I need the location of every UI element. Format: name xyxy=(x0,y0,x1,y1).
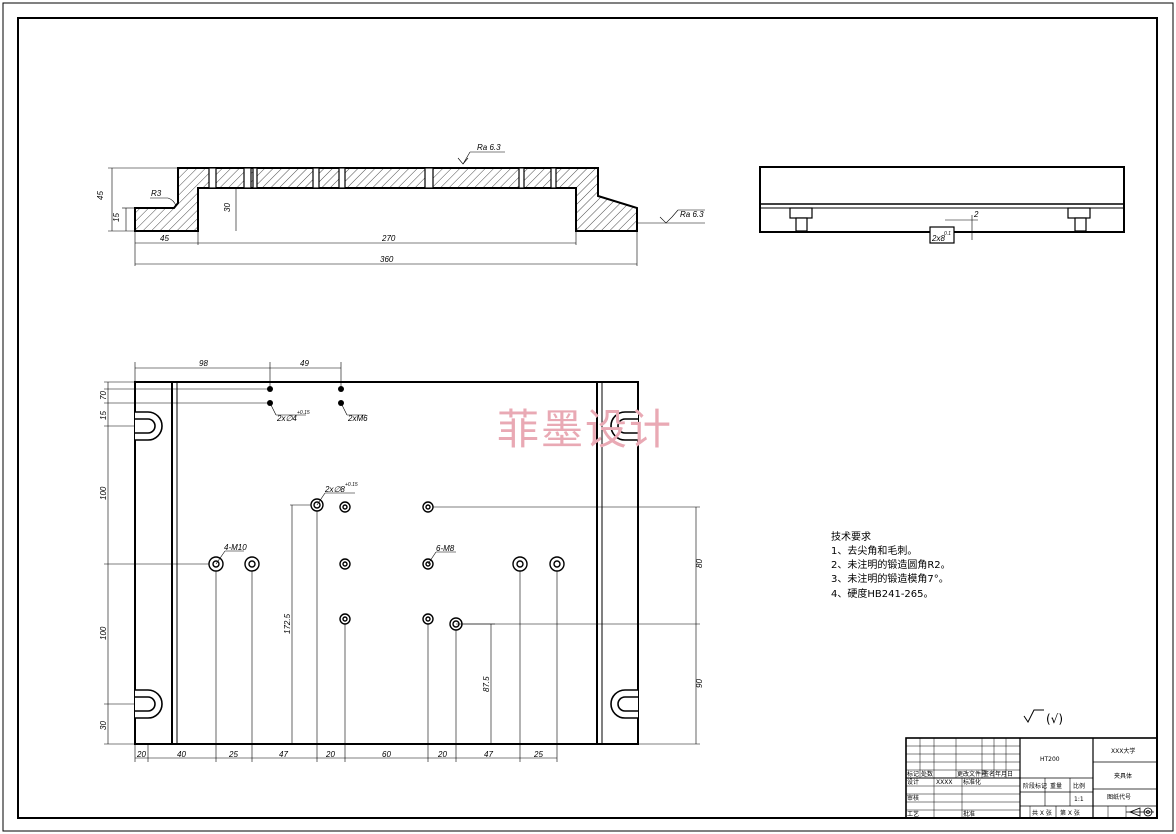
dim-right-90: 90 xyxy=(695,679,704,688)
tb-ratio-label: 比例 xyxy=(1073,782,1085,790)
tb-material: HT200 xyxy=(1040,756,1060,763)
dim-left-70: 70 xyxy=(99,391,108,400)
plan-view: 98 49 70 15 100 100 30 80 90 172.5 87.5 … xyxy=(99,359,704,762)
side-view: 2 2x8 0.1 xyxy=(759,166,1125,244)
dim-270: 270 xyxy=(381,234,396,243)
callout-2x-d8: 2x∅8 xyxy=(324,485,345,494)
tb-review-label: 审核 xyxy=(907,794,919,802)
title-block xyxy=(905,737,1158,819)
dim-bottom-25b: 25 xyxy=(533,750,543,759)
dim-top-98: 98 xyxy=(199,359,208,368)
tb-part-name: 夹具体 xyxy=(1114,772,1132,780)
surface-finish-symbol xyxy=(1023,709,1044,723)
dim-right-80: 80 xyxy=(695,559,704,568)
note-4: 4、硬度HB241-265。 xyxy=(831,587,934,600)
dim-bottom-47a: 47 xyxy=(279,750,288,759)
dim-45-vertical: 45 xyxy=(96,191,105,200)
dim-bottom-60: 60 xyxy=(382,750,391,759)
tb-row-label-date: 年月日 xyxy=(995,770,1013,778)
surface-symbol-text: (√) xyxy=(1046,712,1063,726)
dim-left-30: 30 xyxy=(99,721,108,730)
notes-title: 技术要求 xyxy=(831,530,871,543)
tb-school: XXX大学 xyxy=(1111,747,1135,755)
tb-approve-label: 批准 xyxy=(963,810,975,818)
inner-border xyxy=(17,17,1158,819)
tb-scale: 1:1 xyxy=(1074,796,1084,803)
tb-row-label-mark: 标记 xyxy=(907,770,919,778)
tb-stage-label: 阶段标记 xyxy=(1023,782,1047,790)
dim-87-5: 87.5 xyxy=(482,676,491,692)
dim-bottom-40: 40 xyxy=(177,750,186,759)
tb-drawing-no: 图纸代号 xyxy=(1107,793,1131,801)
tb-design-name: XXXX xyxy=(936,779,952,786)
dim-30-vertical: 30 xyxy=(223,203,232,212)
callout-2x-m6: 2xM6 xyxy=(347,414,368,423)
radius-label: R3 xyxy=(151,189,162,198)
dim-360: 360 xyxy=(380,255,394,264)
callout-2x-d4-tol: +0.15 xyxy=(297,410,310,416)
dim-left-15: 15 xyxy=(99,411,108,420)
dim-top-49: 49 xyxy=(300,359,309,368)
projection-symbol-icon xyxy=(1126,807,1154,817)
tb-process-label: 工艺 xyxy=(907,810,919,818)
side-dim-key: 2x8 xyxy=(931,234,945,243)
tb-design-label: 设计 xyxy=(907,778,919,786)
note-1: 1、去尖角和毛刺。 xyxy=(831,544,917,557)
dim-15-vertical: 15 xyxy=(112,213,121,222)
note-3: 3、未注明的锻造模角7°。 xyxy=(831,572,949,585)
side-dim-sup: 0.1 xyxy=(944,231,951,237)
roughness-right: Ra 6.3 xyxy=(680,210,704,219)
dim-bottom-25a: 25 xyxy=(228,750,238,759)
dim-bottom-20c: 20 xyxy=(437,750,447,759)
dim-bottom-47b: 47 xyxy=(484,750,493,759)
tb-row-label-sign: 签名 xyxy=(983,770,995,778)
callout-2x-d8-tol: +0.15 xyxy=(345,482,358,488)
dim-left-100a: 100 xyxy=(99,486,108,500)
tb-std-label: 标准化 xyxy=(963,778,981,786)
dim-45-horizontal: 45 xyxy=(160,234,169,243)
tb-row-label-count: 处数 xyxy=(921,770,933,778)
dim-bottom-20b: 20 xyxy=(325,750,335,759)
callout-4-m10: 4-M10 xyxy=(224,543,247,552)
dim-172-5: 172.5 xyxy=(283,613,292,634)
tb-sheet-no: 第 X 张 xyxy=(1060,809,1080,817)
tb-weight-label: 重量 xyxy=(1050,782,1062,790)
tb-sheet-total: 共 X 张 xyxy=(1032,809,1052,817)
watermark: 菲墨设计 xyxy=(497,405,673,454)
side-dim-2: 2 xyxy=(973,210,979,219)
tb-row-label-zone: 更改文件号 xyxy=(957,770,987,778)
note-2: 2、未注明的锻造圆角R2。 xyxy=(831,558,951,571)
dim-bottom-20a: 20 xyxy=(136,750,146,759)
technical-requirements: 技术要求 1、去尖角和毛刺。 2、未注明的锻造圆角R2。 3、未注明的锻造模角7… xyxy=(831,530,951,600)
roughness-top: Ra 6.3 xyxy=(477,143,501,152)
callout-2x-d4: 2x∅4 xyxy=(276,414,297,423)
section-view: 45 15 30 45 270 360 R3 Ra 6.3 Ra 6.3 xyxy=(96,143,705,266)
callout-6-m8: 6-M8 xyxy=(436,544,455,553)
dim-left-100b: 100 xyxy=(99,626,108,640)
